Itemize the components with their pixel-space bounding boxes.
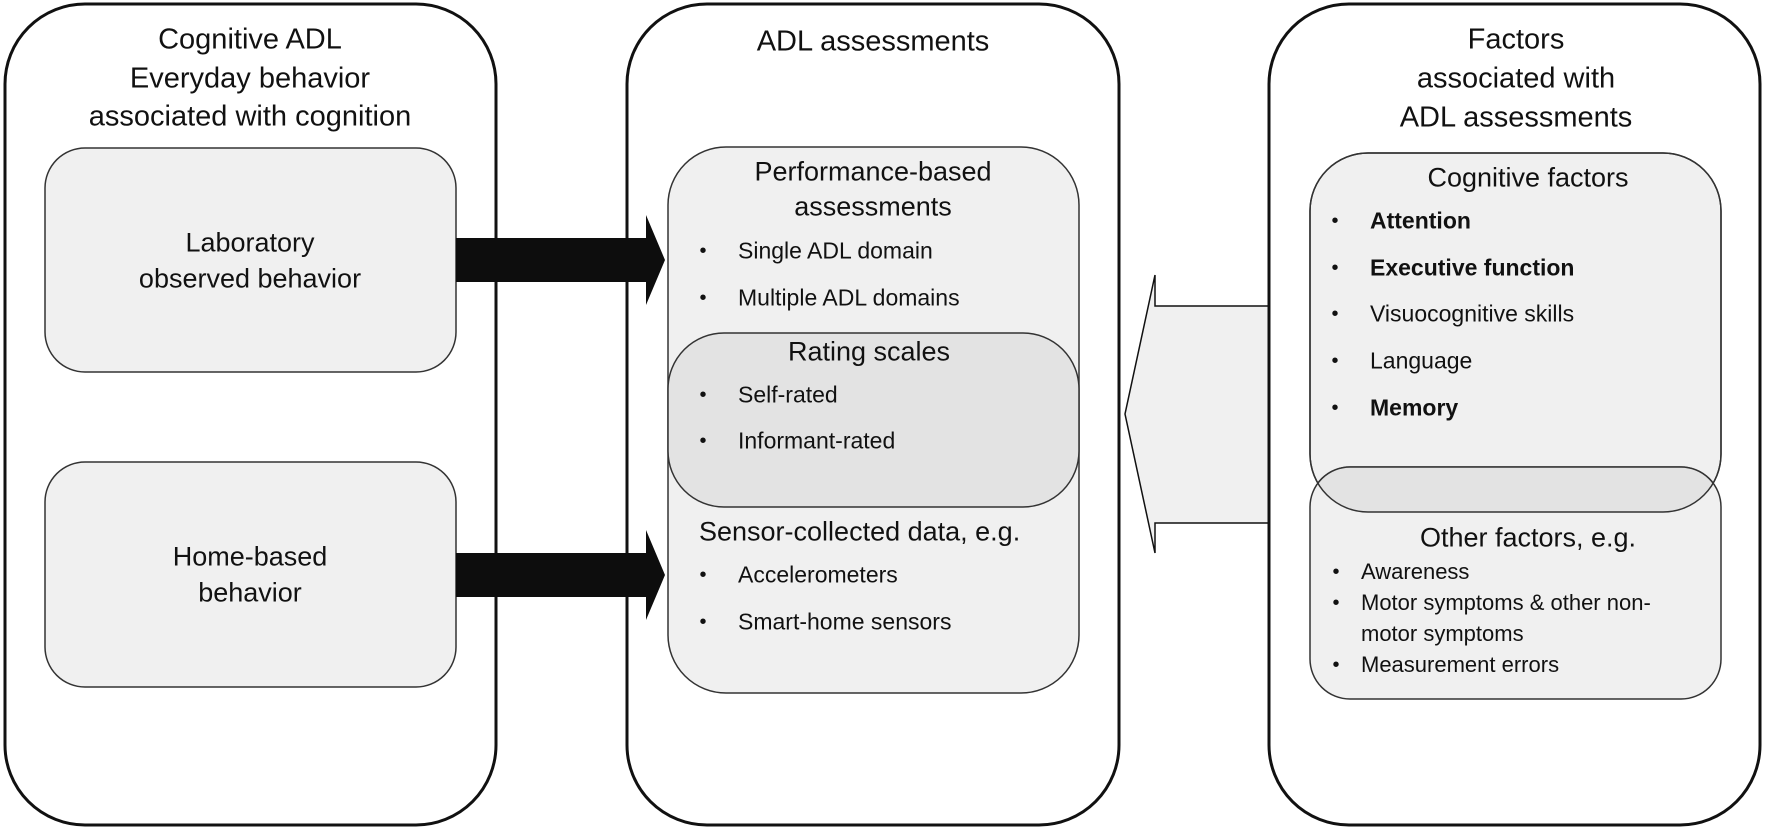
other-factor-item-continuation: motor symptoms: [1361, 621, 1524, 646]
performance-title-line-1: Performance-based: [754, 156, 992, 187]
bullet-icon: •: [699, 287, 707, 309]
bullet-icon: •: [1331, 210, 1339, 232]
home-based-box: [44, 461, 457, 688]
cognitive-factors-title: Cognitive factors: [1427, 162, 1629, 193]
bullet-icon: •: [1332, 561, 1340, 583]
rating-item: Informant-rated: [738, 427, 896, 454]
bullet-icon: •: [1331, 397, 1339, 419]
bullet-icon: •: [699, 240, 707, 262]
cognitive-factor-attention: Attention: [1370, 207, 1471, 234]
bullet-icon: •: [1332, 654, 1340, 676]
laboratory-box-line-1: Laboratory: [185, 227, 315, 258]
bullet-icon: •: [699, 611, 707, 633]
other-factor-item: Awareness: [1361, 559, 1470, 584]
bullet-icon: •: [1331, 350, 1339, 372]
factors-to-assessment-arrow: [1124, 274, 1270, 554]
sensor-title: Sensor-collected data, e.g.: [699, 516, 1021, 547]
cognitive-factor-language: Language: [1370, 347, 1473, 374]
bullet-icon: •: [699, 384, 707, 406]
performance-title-line-2: assessments: [794, 191, 952, 222]
right-panel-title-line-3: ADL assessments: [1399, 101, 1633, 134]
home-to-assessment-arrow: [456, 530, 665, 620]
laboratory-box-line-2: observed behavior: [138, 263, 362, 294]
middle-panel-title: ADL assessments: [756, 25, 990, 58]
laboratory-box: [44, 147, 457, 373]
bullet-icon: •: [699, 564, 707, 586]
bullet-icon: •: [699, 430, 707, 452]
lab-to-assessment-arrow: [456, 215, 665, 305]
sensor-item: Accelerometers: [738, 561, 898, 588]
bullet-icon: •: [1332, 592, 1340, 614]
bullet-icon: •: [1331, 303, 1339, 325]
other-factor-item: Measurement errors: [1361, 652, 1560, 677]
rating-item: Self-rated: [738, 381, 838, 408]
bullet-icon: •: [1331, 257, 1339, 279]
rating-scales-title: Rating scales: [787, 336, 951, 367]
cognitive-factor-memory: Memory: [1370, 394, 1459, 421]
left-panel-title-line-1: Cognitive ADL: [158, 23, 342, 56]
home-based-box-line-2: behavior: [198, 577, 302, 608]
rating-scales-oval: [667, 332, 1080, 508]
left-panel-title-line-3: associated with cognition: [88, 100, 412, 133]
right-panel-title-line-1: Factors: [1467, 23, 1565, 56]
right-panel-title-line-2: associated with: [1416, 62, 1616, 95]
other-factors-title: Other factors, e.g.: [1419, 522, 1637, 553]
sensor-item: Smart-home sensors: [738, 608, 952, 635]
other-factor-item: Motor symptoms & other non-: [1361, 590, 1651, 615]
cognitive-factor-visuocognitive: Visuocognitive skills: [1370, 300, 1575, 327]
performance-item: Single ADL domain: [738, 237, 933, 264]
home-based-box-line-1: Home-based: [172, 541, 328, 572]
performance-item: Multiple ADL domains: [738, 284, 960, 311]
cognitive-factor-executive-function: Executive function: [1370, 254, 1575, 281]
left-panel-title-line-2: Everyday behavior: [129, 62, 371, 95]
